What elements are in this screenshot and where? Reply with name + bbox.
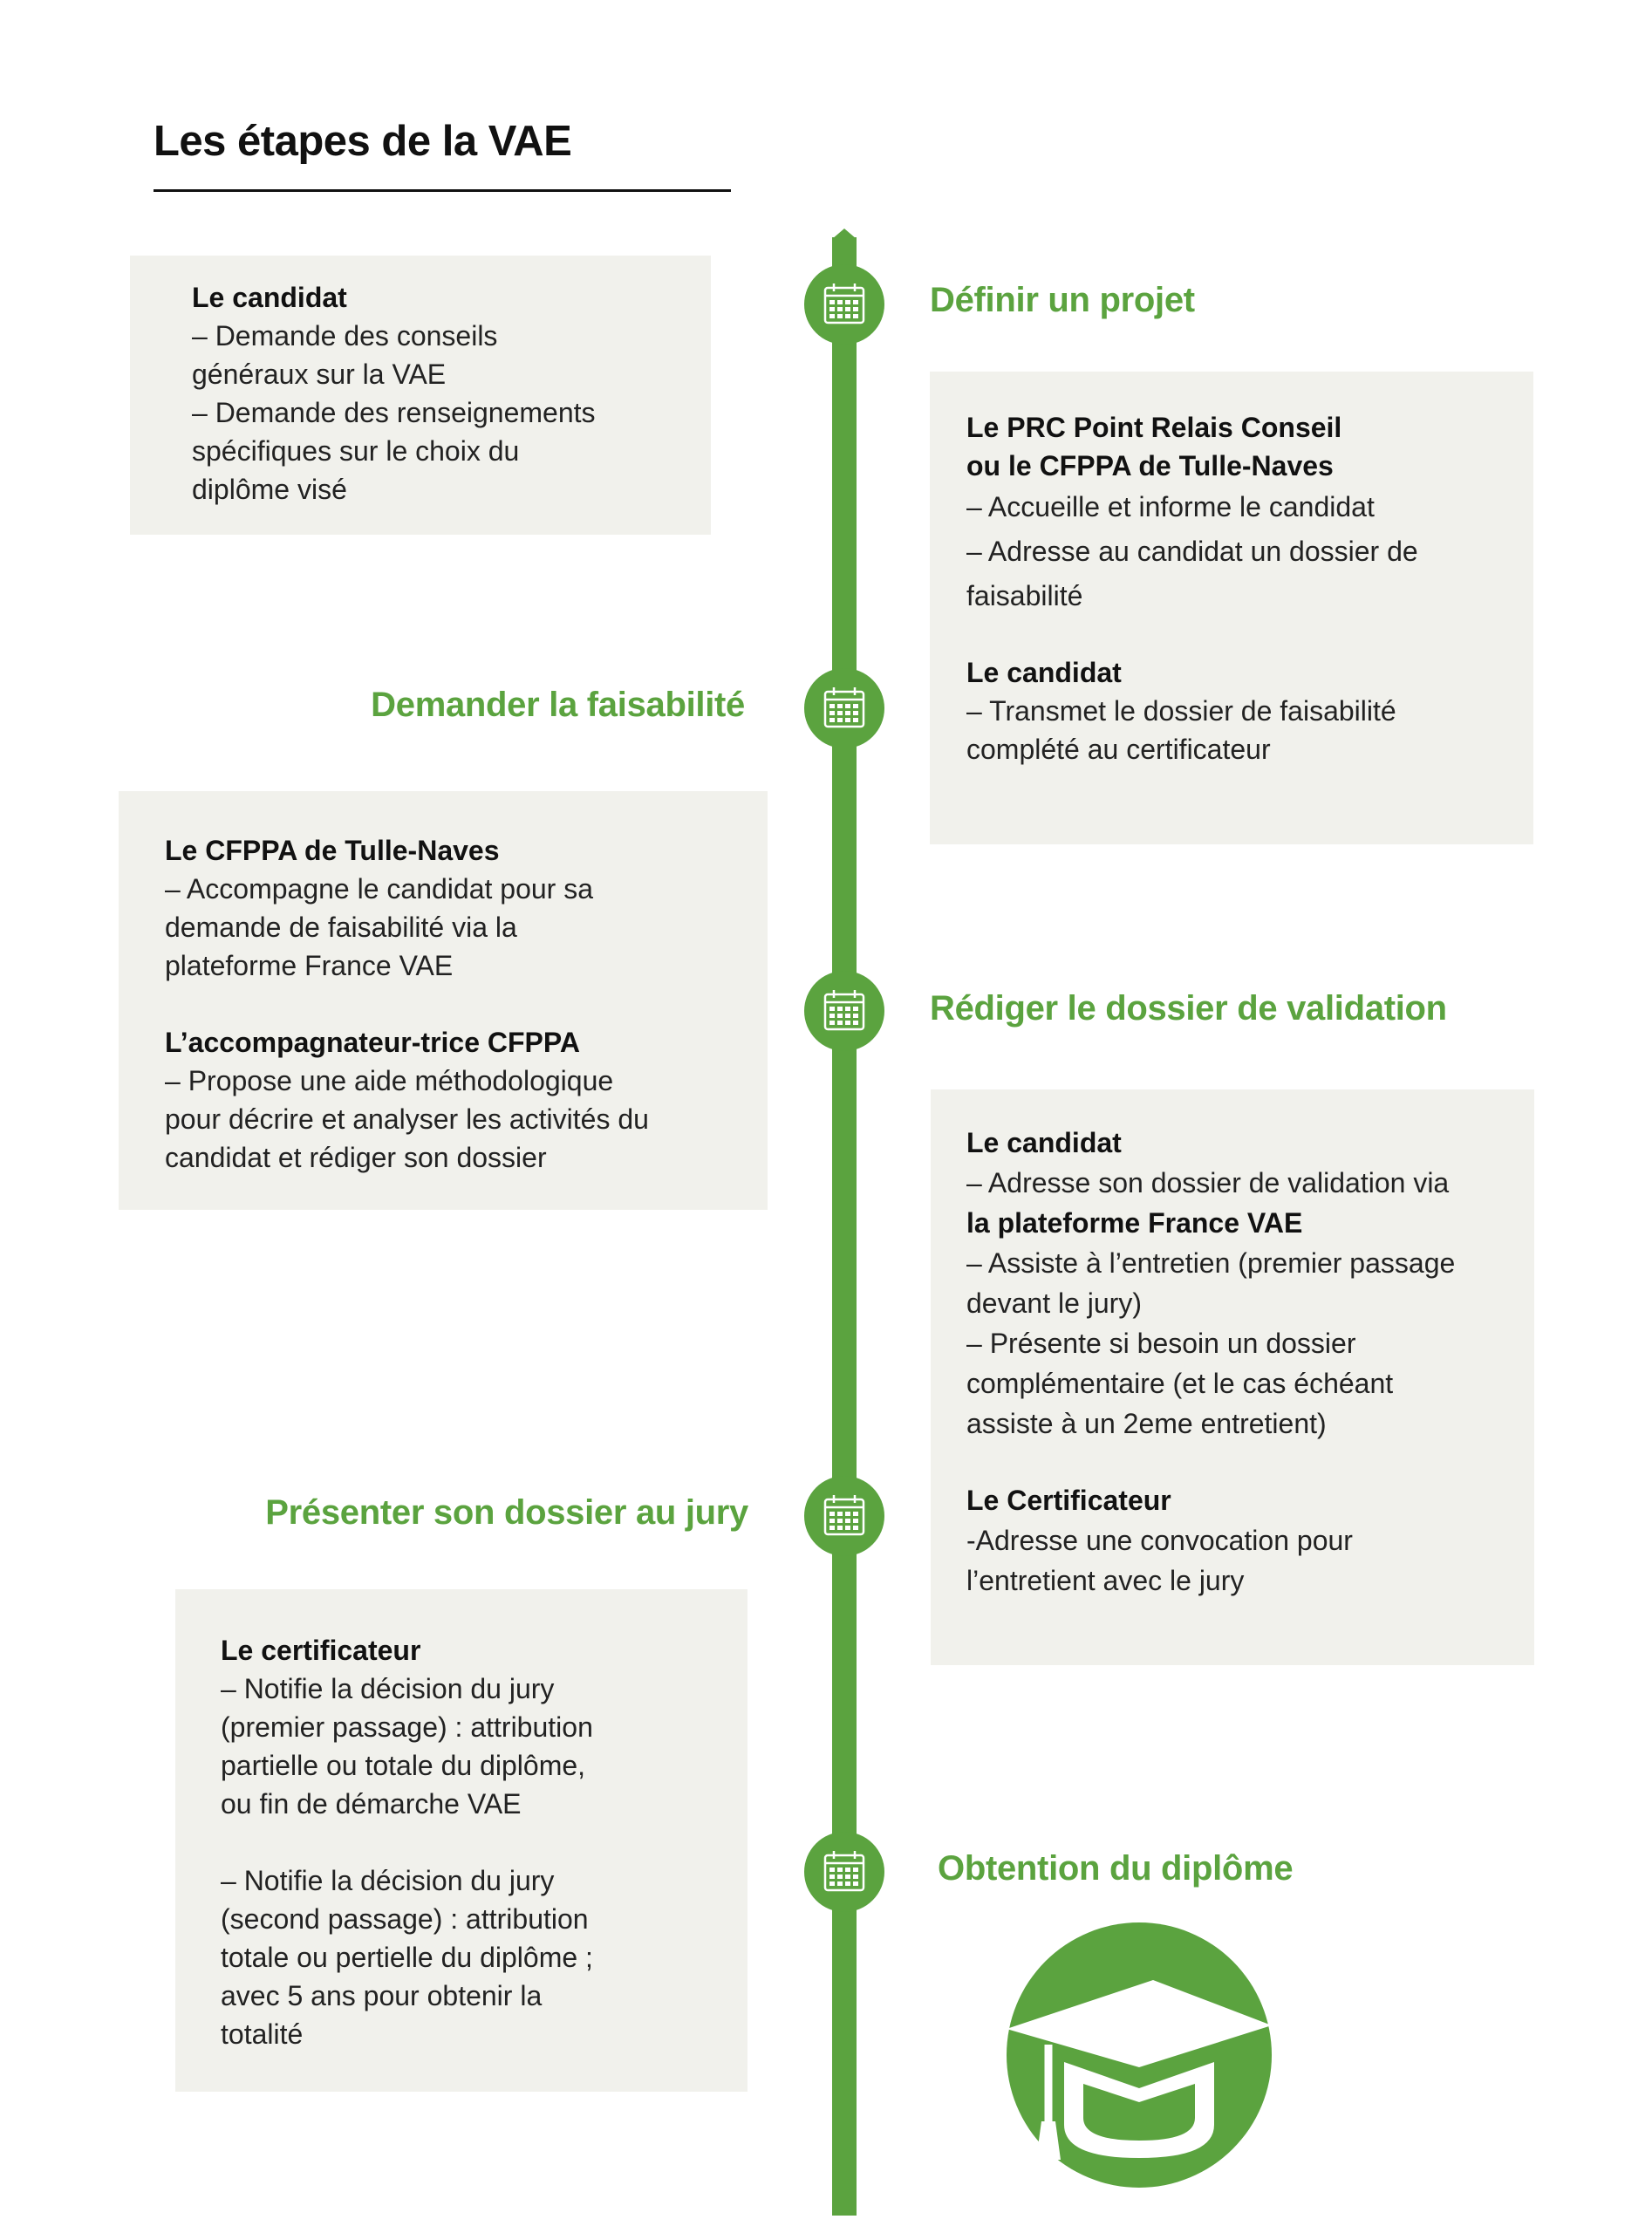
card-candidat-projet: Le candidat – Demande des conseils génér… [130, 256, 711, 535]
card-line: – Notifie la décision du jury [221, 1865, 555, 1896]
card-line: – Adresse au candidat un dossier de [966, 536, 1418, 567]
step-title-presenter: Présenter son dossier au jury [265, 1493, 748, 1532]
card-line: partielle ou totale du diplôme, [221, 1750, 586, 1781]
calendar-icon-graphic [823, 1495, 865, 1536]
calendar-icon [804, 971, 884, 1051]
card-line: – Accompagne le candidat pour sa [165, 873, 593, 905]
calendar-icon [804, 1476, 884, 1556]
card-actor: Le Certificateur [966, 1485, 1171, 1516]
calendar-icon [804, 668, 884, 748]
card-line: – Adresse son dossier de validation via [966, 1167, 1450, 1198]
step-title-obtention: Obtention du diplôme [938, 1849, 1294, 1888]
card-line: spécifiques sur le choix du [192, 435, 520, 467]
card-line: totalité [221, 2018, 304, 2050]
card-line: totale ou pertielle du diplôme ; [221, 1942, 593, 1973]
card-line: – Assiste à l’entretien (premier passage [966, 1247, 1456, 1279]
card-line: pour décrire et analyser les activités d… [165, 1103, 649, 1135]
card-actor: Le candidat [966, 657, 1122, 688]
card-actor: Le certificateur [221, 1635, 421, 1666]
card-line: l’entretient avec le jury [966, 1565, 1245, 1596]
card-line: demande de faisabilité via la [165, 912, 517, 943]
timeline-tip [832, 229, 857, 239]
card-line: – Transmet le dossier de faisabilité [966, 695, 1396, 727]
card-actor: L’accompagnateur-trice CFPPA [165, 1027, 580, 1058]
card-certificateur: Le certificateur – Notifie la décision d… [175, 1589, 747, 2092]
card-line: (second passage) : attribution [221, 1903, 589, 1935]
card-cfppa: Le CFPPA de Tulle-Naves – Accompagne le … [119, 791, 768, 1210]
card-line: ou fin de démarche VAE [221, 1788, 522, 1820]
card-line-bold: la plateforme France VAE [966, 1207, 1303, 1239]
card-actor: Le candidat [966, 1127, 1122, 1158]
card-line: – Présente si besoin un dossier [966, 1328, 1356, 1359]
step-title-faisabilite: Demander la faisabilité [371, 686, 745, 724]
calendar-icon-graphic [823, 283, 865, 324]
card-prc: Le PRC Point Relais Conseil ou le CFPPA … [930, 372, 1533, 844]
step-title-definir: Définir un projet [930, 281, 1195, 319]
page-title: Les étapes de la VAE [154, 118, 572, 165]
calendar-icon-graphic [823, 990, 865, 1031]
calendar-icon-graphic [823, 1851, 865, 1892]
card-actor: Le candidat [192, 282, 347, 313]
step-title-rediger: Rédiger le dossier de validation [930, 989, 1447, 1028]
card-line: devant le jury) [966, 1287, 1142, 1319]
card-line: complémentaire (et le cas échéant [966, 1368, 1394, 1399]
timeline-line [832, 237, 857, 2216]
calendar-icon [804, 1832, 884, 1912]
card-line: faisabilité [966, 580, 1083, 611]
card-line: assiste à un 2eme entretient) [966, 1408, 1327, 1439]
card-actor: Le CFPPA de Tulle-Naves [165, 835, 500, 866]
title-underline [154, 189, 731, 192]
calendar-icon [804, 264, 884, 345]
card-line: généraux sur la VAE [192, 359, 447, 390]
card-line: candidat et rédiger son dossier [165, 1142, 547, 1173]
card-line: – Notifie la décision du jury [221, 1673, 555, 1704]
card-actor: Le PRC Point Relais Conseil [966, 412, 1342, 443]
card-line: plateforme France VAE [165, 950, 454, 981]
graduation-cap-icon [1007, 1922, 1272, 2188]
card-line: -Adresse une convocation pour [966, 1525, 1353, 1556]
card-line: avec 5 ans pour obtenir la [221, 1980, 543, 2011]
card-line: – Demande des conseils [192, 320, 498, 352]
card-line: – Demande des renseignements [192, 397, 596, 428]
card-redaction: Le candidat – Adresse son dossier de val… [931, 1089, 1534, 1665]
card-line: diplôme visé [192, 474, 347, 505]
calendar-icon-graphic [823, 687, 865, 728]
card-line: complété au certificateur [966, 734, 1271, 765]
card-line: – Propose une aide méthodologique [165, 1065, 614, 1096]
card-line: (premier passage) : attribution [221, 1711, 593, 1743]
card-line: – Accueille et informe le candidat [966, 491, 1375, 522]
card-actor: ou le CFPPA de Tulle-Naves [966, 450, 1334, 481]
